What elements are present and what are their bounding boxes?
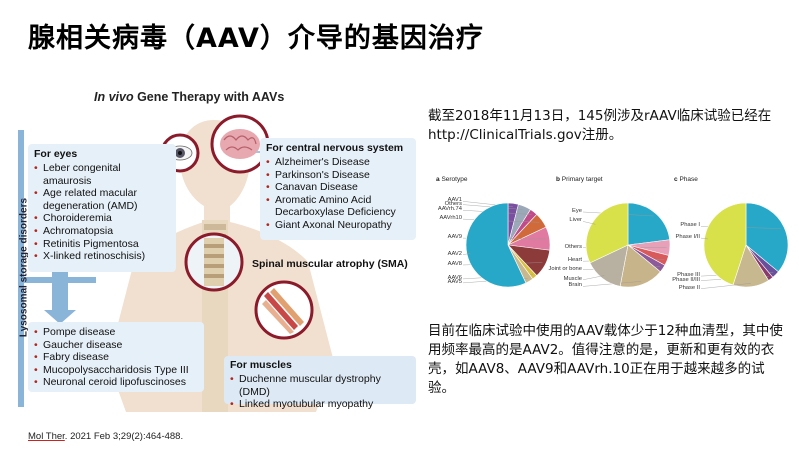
pie-label: Others [564,243,582,250]
list-item: Pompe disease [34,326,198,339]
lsd-panel: Pompe disease Gaucher disease Fabry dise… [28,322,204,392]
pie-slice-eye [627,202,671,246]
pie-label: AAV8 [447,260,462,267]
pie-label: Joint or bone [548,265,582,272]
citation: Mol Ther. 2021 Feb 3;29(2):464-488. [28,431,183,442]
registration-note: 截至2018年11月13日，145例涉及rAAV临床试验已经在http://Cl… [428,108,772,143]
pie-slice-aav2 [465,202,527,288]
pie-label: AAV6 [447,274,462,281]
list-item: Linked myotubular myopathy (XMTM) [230,398,410,412]
pie-leader-line [582,275,605,280]
list-item: Achromatopsia [34,225,170,238]
list-item: Age related macular degeneration (AMD) [34,187,170,212]
list-item: Parkinson's Disease [266,169,410,182]
list-item: Mucopolysaccharidosis Type III [34,364,198,377]
pie-label: Eye [572,207,582,214]
list-item: Canavan Disease [266,181,410,194]
pie-label: Phase I [680,222,700,229]
pie-label: AAV9 [447,234,462,241]
pie-slice-liver [585,202,629,264]
pie-label: Liver [569,217,582,224]
pie-slice-brain [619,244,661,288]
lsd-side-bar [18,130,24,407]
list-item: Fabry disease [34,351,198,364]
pie-slice-phase-i [745,202,788,273]
chart-title-phase: c Phase [674,176,698,183]
pie-label: Phase III [677,272,700,279]
cns-panel: For central nervous system Alzheimer's D… [260,138,416,240]
pie-label: AAVrh10 [439,215,462,222]
pie-label: Phase I/II [675,234,701,241]
list-item: Duchenne muscular dystrophy (DMD) [230,373,410,398]
pie-label: Phase II [678,284,700,291]
pie-leader-line [700,237,708,240]
pie-label: AAV1 [447,197,462,204]
pie-leader-line [700,283,751,289]
slide-title: 腺相关病毒（AAV）介导的基因治疗 [28,23,484,54]
list-item: Gaucher disease [34,339,198,352]
pie-label: Muscle [563,275,582,282]
list-item: Giant Axonal Neuropathy [266,219,410,232]
eyes-panel: For eyes Leber congenital amaurosis Age … [28,144,176,272]
citation-rest: . 2021 Feb 3;29(2):464-488. [64,431,184,442]
pie-label: AAV5 [447,278,462,285]
pie-label: Brain [568,282,582,289]
sma-label: Spinal muscular atrophy (SMA) [252,258,408,270]
list-item: Retinitis Pigmentosa [34,238,170,251]
chart-title-serotype: a Serotype [436,176,468,183]
eyes-heading: For eyes [34,148,78,160]
list-item: Aromatic Amino Acid Decarboxylase Defici… [266,194,410,219]
pie-label: Phase II/III [672,276,700,283]
figure-title: In vivo Gene Therapy with AAVs [94,90,285,104]
list-item: Choroideremia [34,212,170,225]
chart-title-target: b Primary target [556,176,603,183]
list-item: Leber congenital amaurosis [34,162,170,187]
citation-journal: Mol Ther [28,431,65,442]
pie-svg [462,201,788,289]
muscle-icon [254,280,314,340]
list-item: Neuronal ceroid lipofuscinoses [34,376,198,389]
pie-label: Others [444,200,462,207]
pie-leader-line [462,253,471,255]
pie-label: AAVrh.74 [437,206,462,213]
pie-label: Heart [567,257,582,264]
pie-charts: a Serotype b Primary target c Phase AAV1… [428,170,788,310]
muscles-panel: For muscles Duchenne muscular dystrophy … [224,356,416,412]
brain-icon [210,114,270,174]
gene-therapy-figure: In vivo Gene Therapy with AAVs Lysosomal… [16,82,416,412]
pie-label: AAV2 [447,250,462,257]
serotype-note: 目前在临床试验中使用的AAV载体少于12种血清型，其中使用频率最高的是AAV2。… [428,323,783,396]
cns-heading: For central nervous system [266,142,404,154]
pie-leader-line [582,221,596,225]
list-item: X-linked retinoschisis) [34,250,170,263]
muscles-heading: For muscles [230,359,292,371]
list-item: Alzheimer's Disease [266,156,410,169]
